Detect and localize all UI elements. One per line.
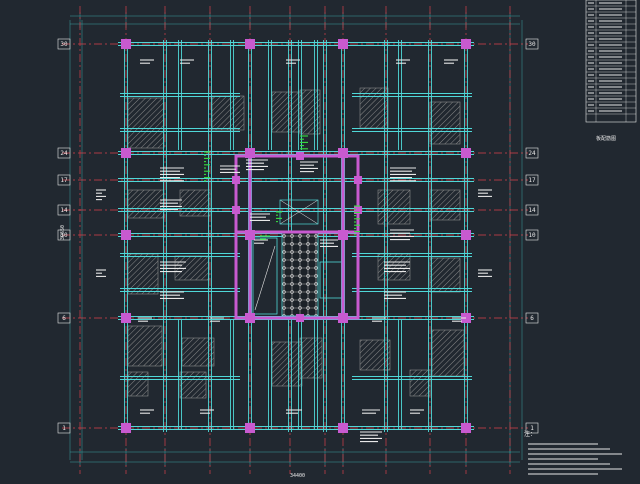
structural-column	[245, 230, 255, 240]
structural-column	[296, 314, 304, 322]
axis-bubble-left	[57, 312, 71, 324]
structural-column	[245, 39, 255, 49]
hatched-slab-region	[271, 91, 303, 133]
hatched-slab-region	[429, 189, 461, 221]
structural-column	[245, 423, 255, 433]
axis-bubble-left	[57, 147, 71, 159]
axis-label-right: 10	[528, 232, 536, 239]
axis-bubble-right	[525, 38, 539, 50]
table-border	[585, 0, 637, 123]
axis-label-right: 17	[528, 177, 536, 184]
structural-column	[354, 206, 362, 214]
axis-label-right: 30	[528, 41, 536, 48]
hatched-slab-region	[431, 329, 465, 377]
core-opening-cross	[279, 199, 319, 225]
drawing-notes: 注：	[524, 430, 622, 475]
rebar-table	[585, 0, 637, 123]
hatched-slab-region	[179, 371, 207, 399]
axis-label-right: 1	[530, 425, 534, 432]
notes-title: 注：	[524, 430, 536, 438]
structural-column	[461, 39, 471, 49]
axis-bubble-right	[525, 174, 539, 186]
axis-bubble-left	[57, 174, 71, 186]
axis-bubble-left	[57, 204, 71, 216]
axis-bubble-left	[57, 38, 71, 50]
structural-column	[338, 423, 348, 433]
hatched-slab-region	[359, 87, 389, 129]
hatched-slab-region	[127, 97, 165, 149]
hatched-slab-region	[377, 189, 411, 225]
hatched-slab-region	[127, 371, 149, 397]
rebar-labels-layer	[96, 59, 492, 443]
hatched-slab-region	[181, 337, 215, 367]
structural-column	[338, 148, 348, 158]
hatched-slab-region	[359, 339, 391, 371]
structural-column	[121, 230, 131, 240]
structural-column	[296, 152, 304, 160]
structural-column	[232, 206, 240, 214]
axis-label-left: 17	[60, 177, 68, 184]
axis-label-left: 24	[60, 150, 68, 157]
axis-bubble-right	[525, 422, 539, 434]
axis-label-right: 24	[528, 150, 536, 157]
structural-column	[338, 313, 348, 323]
axis-label-left: 30	[60, 41, 68, 48]
section-caption: 板配筋图	[596, 135, 616, 142]
axis-bubble-left	[57, 422, 71, 434]
structural-column	[354, 176, 362, 184]
axis-bubble-right	[525, 147, 539, 159]
axis-label-right: 14	[528, 207, 536, 214]
elevator-shaft	[281, 231, 319, 317]
hatched-slab-region	[429, 257, 461, 293]
hatched-slab-region	[377, 253, 411, 281]
structural-column	[461, 230, 471, 240]
axis-label-left: 1	[62, 425, 66, 432]
hatched-slab-region	[127, 253, 159, 295]
hatched-slab-region	[127, 325, 163, 367]
left-total-dimension: 39650	[60, 225, 66, 240]
hatched-slab-region	[299, 337, 323, 379]
hatched-slab-region	[409, 369, 431, 397]
structural-column	[121, 423, 131, 433]
structural-column	[245, 313, 255, 323]
hatched-slab-region	[299, 89, 321, 135]
structural-column	[232, 176, 240, 184]
structural-column	[121, 148, 131, 158]
columns-layer	[121, 39, 471, 433]
hatched-slab-region	[429, 101, 461, 145]
axis-bubble-right	[525, 312, 539, 324]
axis-bubble-left	[57, 229, 71, 241]
structural-column	[461, 148, 471, 158]
hatched-slab-region	[179, 189, 211, 217]
axis-bubble-right	[525, 204, 539, 216]
axis-label-left: 10	[60, 232, 68, 239]
hatched-slab-layer	[127, 87, 465, 399]
axis-bubble-right	[525, 229, 539, 241]
hatched-slab-region	[211, 95, 245, 131]
axis-label-left: 14	[60, 207, 68, 214]
structural-column	[338, 230, 348, 240]
hatched-slab-region	[127, 189, 165, 219]
structural-column	[121, 313, 131, 323]
stair-well	[252, 237, 278, 315]
bottom-total-dimension: 34400	[290, 473, 305, 479]
structural-column	[121, 39, 131, 49]
axis-bubbles-layer: 30 24 17 14 10 6 1 30 24 17 14 10 6 1	[57, 38, 539, 434]
stair-core-layer	[252, 199, 343, 317]
stair-arrow	[254, 245, 276, 311]
axis-label-right: 6	[530, 315, 534, 322]
structural-column	[245, 148, 255, 158]
axis-label-left: 6	[62, 315, 66, 322]
core-shear-wall	[234, 154, 360, 320]
structural-column	[338, 39, 348, 49]
hatched-slab-region	[271, 341, 303, 387]
structural-column	[461, 423, 471, 433]
